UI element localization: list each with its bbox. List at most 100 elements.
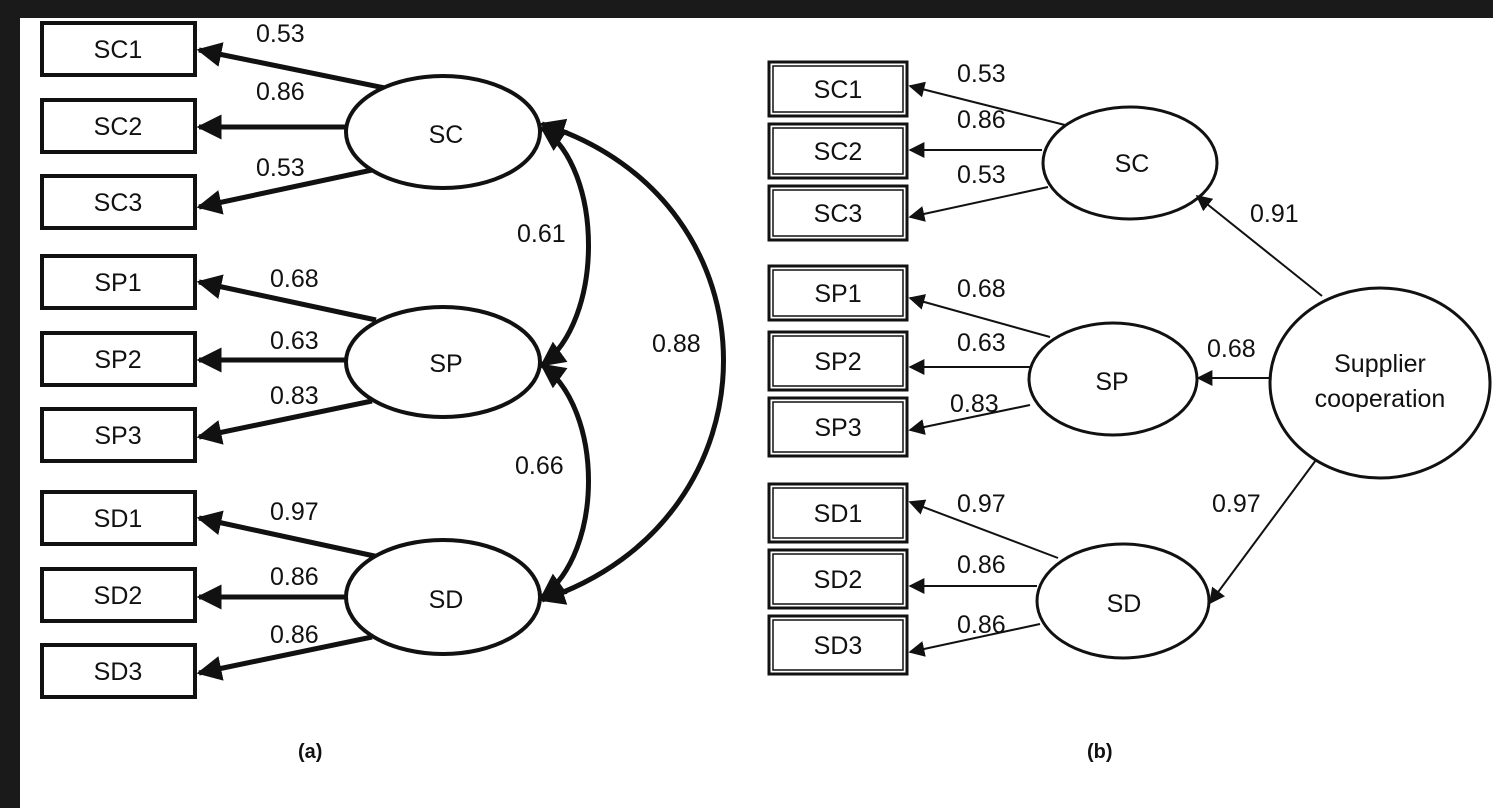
panel-a-correlations — [539, 118, 726, 605]
panel-b-loading-arrows — [908, 81, 1066, 657]
a-arrow-sp-sp1 — [196, 274, 377, 323]
a-load-sc2: 0.86 — [256, 78, 305, 106]
a-box-sc1-label: SC1 — [94, 36, 143, 64]
a-factor-sp-label: SP — [429, 350, 462, 378]
canvas-background — [20, 18, 1493, 808]
b-box-sp1-inner — [772, 269, 904, 317]
b-box-sp3 — [767, 396, 909, 458]
panel-b-second-order-arrows — [1195, 195, 1323, 605]
a-load-sp1: 0.68 — [270, 265, 319, 293]
a-load-sp3: 0.83 — [270, 382, 319, 410]
panel-a-factors — [344, 74, 542, 656]
b-box-sd1 — [767, 482, 909, 544]
b-arrow-sp-sp3 — [908, 404, 1031, 435]
b-box-sc1-label: SC1 — [814, 76, 863, 104]
b-box-sc1-inner — [772, 65, 904, 113]
a-box-sp2 — [40, 331, 197, 387]
a-box-sc1 — [40, 21, 197, 77]
b-load-sd1: 0.97 — [957, 490, 1006, 518]
b-load-sp3: 0.83 — [950, 390, 999, 418]
b-box-sd1-inner — [772, 487, 904, 539]
a-arrow-sc-sc1 — [196, 42, 386, 91]
a-load-sd2: 0.86 — [270, 563, 319, 591]
a-box-sp1-label: SP1 — [94, 269, 141, 297]
panel-b-observed-labels: SC1 SC2 SC3 SP1 SP2 SP3 SD1 SD2 SD3 — [814, 76, 863, 660]
a-corr-sc-sp-label: 0.61 — [517, 220, 566, 248]
a-factor-sc-label: SC — [429, 121, 464, 149]
a-box-sd3-label: SD3 — [94, 658, 143, 686]
a-box-sd1-label: SD1 — [94, 505, 143, 533]
a-arrow-sp-sp3 — [196, 398, 373, 445]
a-load-sd3: 0.86 — [270, 621, 319, 649]
a-box-sc2-label: SC2 — [94, 113, 143, 141]
panel-b-loading-labels: 0.53 0.86 0.53 0.68 0.63 0.83 0.97 0.86 … — [950, 60, 1006, 639]
b-box-sd2 — [767, 548, 909, 610]
b-load-sp1: 0.68 — [957, 275, 1006, 303]
b-load-sc3: 0.53 — [957, 161, 1006, 189]
b-box-sp3-label: SP3 — [814, 414, 861, 442]
b-box-sc3-inner — [772, 189, 904, 237]
panel-b-observed-boxes-inner — [772, 65, 904, 671]
a-corr-sc-sd-label: 0.88 — [652, 330, 701, 358]
b-box-sd3-inner — [772, 619, 904, 671]
b-box-sd1-label: SD1 — [814, 500, 863, 528]
panel-a: SC1 SC2 SC3 SP1 SP2 SP3 SD1 SD2 SD3 — [40, 20, 726, 763]
panel-a-loading-arrows — [196, 42, 386, 681]
b-arrow-sd-sd1 — [908, 499, 1059, 559]
b-arrow-sp-sp1 — [908, 294, 1051, 338]
b-box-sc1 — [767, 60, 909, 118]
b-box-sp3-inner — [772, 401, 904, 453]
panel-a-observed-boxes — [40, 21, 197, 699]
panel-b: SC1 SC2 SC3 SP1 SP2 SP3 SD1 SD2 SD3 — [767, 60, 1492, 763]
b-load-sd2: 0.86 — [957, 551, 1006, 579]
b-box-sc2-label: SC2 — [814, 138, 863, 166]
b-box-sp2-inner — [772, 335, 904, 387]
a-load-sp2: 0.63 — [270, 327, 319, 355]
b-factor-supplier-cooperation — [1268, 286, 1492, 480]
a-box-sd3 — [40, 643, 197, 699]
a-arrow-sd-sd3 — [196, 634, 373, 681]
b-factor-sp-label: SP — [1095, 368, 1128, 396]
panel-b-second-order-labels: 0.91 0.68 0.97 — [1207, 200, 1299, 518]
a-corr-sp-sd-label: 0.66 — [515, 452, 564, 480]
a-box-sp3-label: SP3 — [94, 422, 141, 450]
b-box-sd2-inner — [772, 553, 904, 605]
panel-b-factor-labels: SC SP SD Supplier cooperation — [1095, 150, 1445, 618]
b-box-sc2-inner — [772, 127, 904, 175]
panel-a-factor-labels: SC SP SD — [429, 121, 464, 614]
a-box-sp2-label: SP2 — [94, 346, 141, 374]
a-box-sd1 — [40, 490, 197, 546]
panel-a-caption: (a) — [298, 741, 322, 763]
a-arrow-sd-sd1 — [196, 510, 380, 560]
b-box-sp1 — [767, 264, 909, 322]
b-factor-supplier-line1: Supplier — [1334, 350, 1426, 378]
a-factor-sd-label: SD — [429, 586, 464, 614]
a-box-sc3-label: SC3 — [94, 189, 143, 217]
b-arrow-sd-sd3 — [908, 623, 1041, 657]
a-corr-sc-sd — [539, 118, 726, 605]
b-path-sc-label: 0.91 — [1250, 200, 1299, 228]
b-load-sp2: 0.63 — [957, 329, 1006, 357]
panel-b-caption: (b) — [1087, 741, 1113, 763]
b-box-sp2-label: SP2 — [814, 348, 861, 376]
b-load-sc1: 0.53 — [957, 60, 1006, 88]
panel-b-observed-boxes — [767, 60, 909, 676]
panel-a-observed-labels: SC1 SC2 SC3 SP1 SP2 SP3 SD1 SD2 SD3 — [94, 36, 143, 686]
a-box-sp1 — [40, 254, 197, 310]
b-path-sd-label: 0.97 — [1212, 490, 1261, 518]
b-box-sd3 — [767, 614, 909, 676]
a-load-sd1: 0.97 — [270, 498, 319, 526]
b-arrow-sc-sc3 — [908, 186, 1049, 222]
b-box-sd2-label: SD2 — [814, 566, 863, 594]
b-arrow-supplier-sc — [1195, 195, 1323, 297]
b-box-sp1-label: SP1 — [814, 280, 861, 308]
b-load-sc2: 0.86 — [957, 106, 1006, 134]
b-arrow-supplier-sd — [1209, 459, 1317, 605]
b-box-sc2 — [767, 122, 909, 180]
panel-b-factors — [1027, 105, 1492, 660]
a-box-sc3 — [40, 174, 197, 230]
panel-a-correlation-labels: 0.61 0.66 0.88 — [515, 220, 701, 480]
b-box-sc3 — [767, 184, 909, 242]
a-load-sc3: 0.53 — [256, 154, 305, 182]
